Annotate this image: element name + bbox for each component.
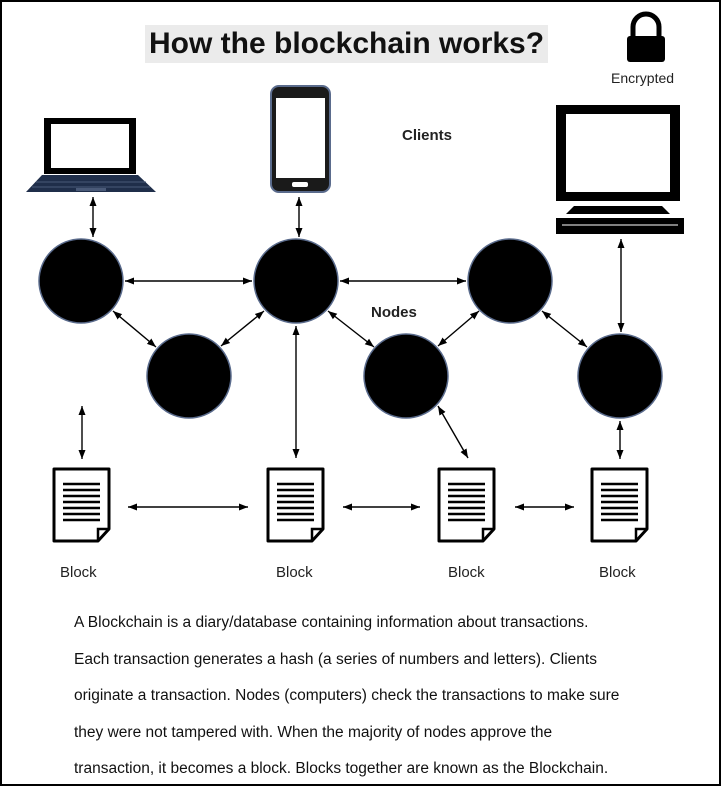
block-label: Block bbox=[276, 564, 313, 581]
description-line: transaction, it becomes a block. Blocks … bbox=[74, 760, 609, 777]
page-title: How the blockchain works? bbox=[145, 25, 549, 63]
node-5 bbox=[363, 333, 449, 419]
node-3 bbox=[467, 238, 553, 324]
nodes-label: Nodes bbox=[371, 304, 417, 321]
block-document-2 bbox=[266, 467, 325, 543]
block-label: Block bbox=[60, 564, 97, 581]
node-1 bbox=[38, 238, 124, 324]
arrow-node4-node2 bbox=[220, 310, 265, 347]
encrypted-label: Encrypted bbox=[611, 70, 675, 86]
smartphone-icon bbox=[270, 85, 331, 193]
block-document-3 bbox=[437, 467, 496, 543]
node-2 bbox=[253, 238, 339, 324]
node-4 bbox=[146, 333, 232, 419]
lock-icon bbox=[627, 11, 665, 62]
laptop-icon bbox=[26, 118, 156, 192]
description-text: A Blockchain is a diary/database contain… bbox=[74, 605, 694, 784]
block-document-1 bbox=[52, 467, 111, 543]
node-6 bbox=[577, 333, 663, 419]
block-label: Block bbox=[448, 564, 485, 581]
arrow-node1-node4 bbox=[112, 310, 157, 348]
description-line: A Blockchain is a diary/database contain… bbox=[74, 614, 589, 631]
arrow-node2-node5 bbox=[327, 310, 375, 348]
desktop-monitor-icon bbox=[556, 105, 684, 234]
description-line: originate a transaction. Nodes (computer… bbox=[74, 687, 620, 704]
block-document-4 bbox=[590, 467, 649, 543]
clients-label: Clients bbox=[402, 127, 453, 144]
block-label: Block bbox=[599, 564, 636, 581]
arrow-node5-node3 bbox=[437, 310, 480, 347]
arrow-node3-node6 bbox=[541, 310, 588, 348]
description-line: they were not tampered with. When the ma… bbox=[74, 723, 553, 741]
description-line: Each transaction generates a hash (a ser… bbox=[74, 650, 597, 668]
arrow-node5-block3 bbox=[437, 405, 469, 459]
